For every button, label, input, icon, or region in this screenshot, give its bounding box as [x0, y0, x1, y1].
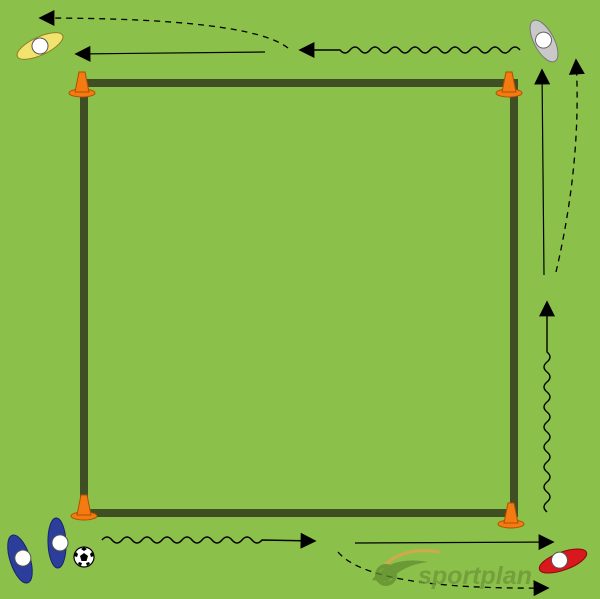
- dribble-path-bottom: [101, 532, 317, 549]
- grid-boundary: [80, 79, 518, 517]
- run-path-right: [555, 58, 585, 273]
- dribble-path-top: [298, 42, 521, 58]
- run-path-bottom: [337, 551, 550, 597]
- watermark-text: sportplan: [418, 562, 532, 590]
- pass-arrow-top: [74, 45, 266, 62]
- sportplan-logo-icon: [372, 549, 441, 586]
- player-icon: [529, 19, 559, 63]
- training-cone-icon: [68, 71, 96, 98]
- training-cone-icon: [497, 502, 525, 529]
- training-cone-icon: [495, 71, 523, 98]
- pass-arrow-right: [534, 68, 551, 276]
- player-icon: [538, 548, 588, 574]
- run-path-top: [38, 10, 289, 49]
- player-icon: [47, 517, 69, 569]
- player-icon: [7, 534, 33, 584]
- dribble-path-right: [539, 300, 555, 513]
- soccer-ball-icon: [73, 546, 95, 568]
- player-icon: [16, 32, 64, 60]
- pass-arrow-bottom: [354, 534, 555, 551]
- training-cone-icon: [70, 494, 98, 521]
